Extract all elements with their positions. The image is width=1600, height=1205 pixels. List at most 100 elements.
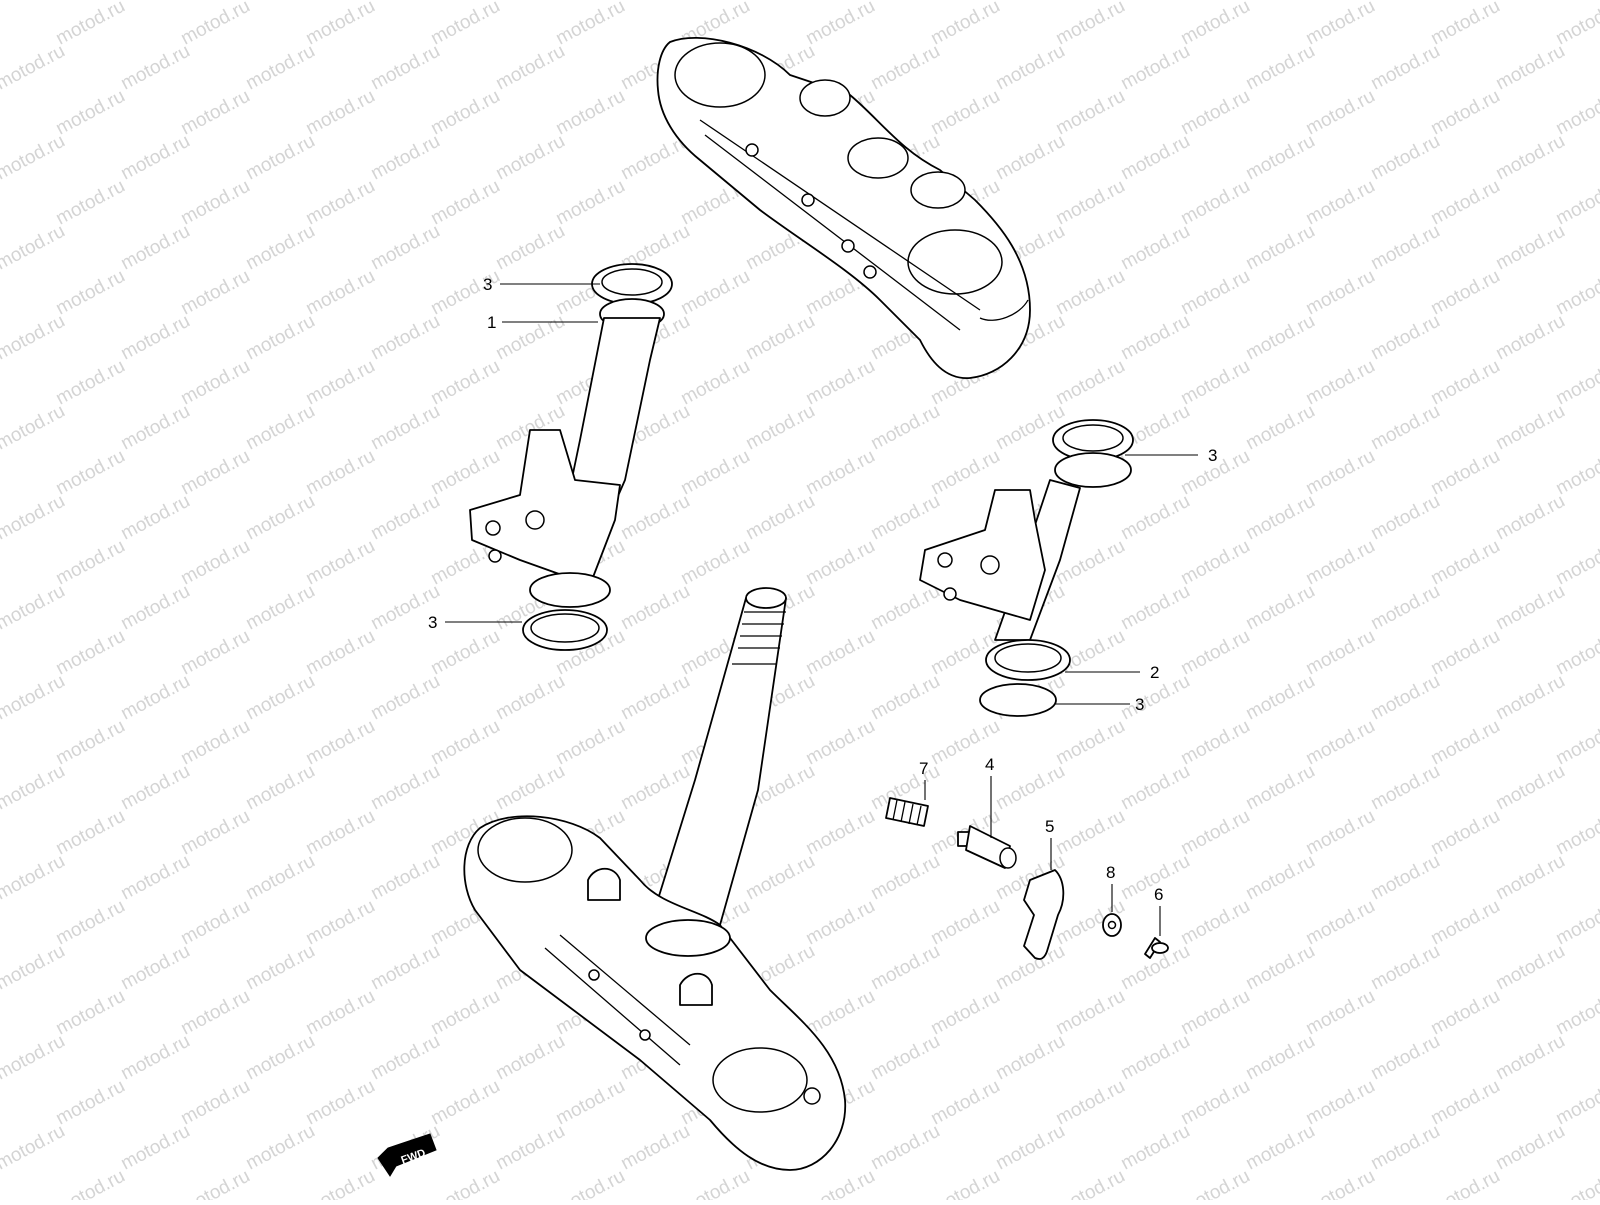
watermark-text: motod.ru [552,716,628,770]
watermark-text: motod.ru [867,851,943,905]
watermark-text: motod.ru [552,176,628,230]
watermark-text: motod.ru [1492,671,1568,725]
watermark-text: motod.ru [242,41,318,95]
watermark-text: motod.ru [992,131,1068,185]
watermark-text: motod.ru [117,941,193,995]
callout-8: 8 [1106,863,1115,882]
watermark-text: motod.ru [802,356,878,410]
watermark-text: motod.ru [552,86,628,140]
watermark-text: motod.ru [1177,356,1253,410]
watermark-text: motod.ru [1177,1166,1253,1200]
watermark-text: motod.ru [177,1076,253,1130]
watermark-text: motod.ru [1427,536,1503,590]
watermark-text: motod.ru [1117,221,1193,275]
watermark-text: motod.ru [1242,401,1318,455]
watermark-text: motod.ru [1492,311,1568,365]
watermark-text: motod.ru [0,1031,69,1085]
callout-1: 1 [487,313,496,332]
watermark-text: motod.ru [1427,356,1503,410]
watermark-text: motod.ru [492,1031,568,1085]
watermark-text: motod.ru [1427,1076,1503,1130]
watermark-text: motod.ru [427,716,503,770]
watermark-text: motod.ru [177,176,253,230]
watermark-text: motod.ru [1052,86,1128,140]
watermark-text: motod.ru [802,716,878,770]
watermark-text: motod.ru [802,446,878,500]
watermark-text: motod.ru [117,41,193,95]
watermark-text: motod.ru [1177,86,1253,140]
watermark-text: motod.ru [117,671,193,725]
watermark-text: motod.ru [367,401,443,455]
watermark-text: motod.ru [367,671,443,725]
watermark-text: motod.ru [927,986,1003,1040]
watermark-text: motod.ru [492,311,568,365]
watermark-text: motod.ru [177,806,253,860]
watermark-text: motod.ru [1242,581,1318,635]
watermark-text: motod.ru [367,311,443,365]
watermark-text: motod.ru [1242,851,1318,905]
watermark-text: motod.ru [802,536,878,590]
watermark-text: motod.ru [0,0,4,49]
watermark-text: motod.ru [52,86,128,140]
watermark-text: motod.ru [927,0,1003,49]
watermark-text: motod.ru [1367,41,1443,95]
watermark-text: motod.ru [1492,941,1568,995]
watermark-text: motod.ru [242,221,318,275]
watermark-text: motod.ru [427,626,503,680]
right-bracket-part [919,419,1134,717]
left-bracket-part [469,263,673,651]
watermark-text: motod.ru [1117,131,1193,185]
watermark-text: motod.ru [1052,806,1128,860]
watermark-text: motod.ru [867,0,943,4]
watermark-text: motod.ru [0,41,69,95]
watermark-text: motod.ru [117,851,193,905]
watermark-text: motod.ru [1367,491,1443,545]
watermark-text: motod.ru [617,671,693,725]
watermark-text: motod.ru [617,761,693,815]
watermark-text: motod.ru [302,806,378,860]
watermark-text: motod.ru [1302,536,1378,590]
watermark-text: motod.ru [492,221,568,275]
watermark-text: motod.ru [242,401,318,455]
watermark-text: motod.ru [117,491,193,545]
callout-labels: 3 1 3 3 2 3 7 4 5 8 6 [428,275,1217,904]
watermark-text: motod.ru [802,896,878,950]
watermark-text: motod.ru [1427,446,1503,500]
watermark-text: motod.ru [1052,986,1128,1040]
watermark-text: motod.ru [1367,1121,1443,1175]
watermark-text: motod.ru [242,1031,318,1085]
watermark-text: motod.ru [1177,716,1253,770]
watermark-text: motod.ru [1242,671,1318,725]
watermark-text: motod.ru [367,221,443,275]
watermark-text: motod.ru [1242,941,1318,995]
watermark-text: motod.ru [177,1166,253,1200]
watermark-text: motod.ru [1427,986,1503,1040]
watermark-text: motod.ru [1552,356,1600,410]
watermark-text: motod.ru [302,896,378,950]
watermark-text: motod.ru [0,851,69,905]
watermark-text: motod.ru [1552,266,1600,320]
watermark-text: motod.ru [1302,446,1378,500]
watermark-text: motod.ru [927,896,1003,950]
watermark-text: motod.ru [302,446,378,500]
watermark-text: motod.ru [52,896,128,950]
watermark-text: motod.ru [1427,626,1503,680]
watermark-text: motod.ru [1177,896,1253,950]
watermark-text: motod.ru [992,41,1068,95]
watermark-text: motod.ru [1367,671,1443,725]
watermark-text: motod.ru [242,941,318,995]
watermark-text: motod.ru [677,266,753,320]
watermark-text: motod.ru [742,851,818,905]
watermark-text: motod.ru [1427,86,1503,140]
watermark-text: motod.ru [52,0,128,49]
spring-part-7 [885,797,929,827]
watermark-text: motod.ru [1492,851,1568,905]
watermark-text: motod.ru [1367,131,1443,185]
watermark-text: motod.ru [117,761,193,815]
watermark-text: motod.ru [1302,356,1378,410]
watermark-text: motod.ru [867,671,943,725]
watermark-text: motod.ru [742,401,818,455]
watermark-text: motod.ru [1427,716,1503,770]
watermark-text: motod.ru [1367,401,1443,455]
